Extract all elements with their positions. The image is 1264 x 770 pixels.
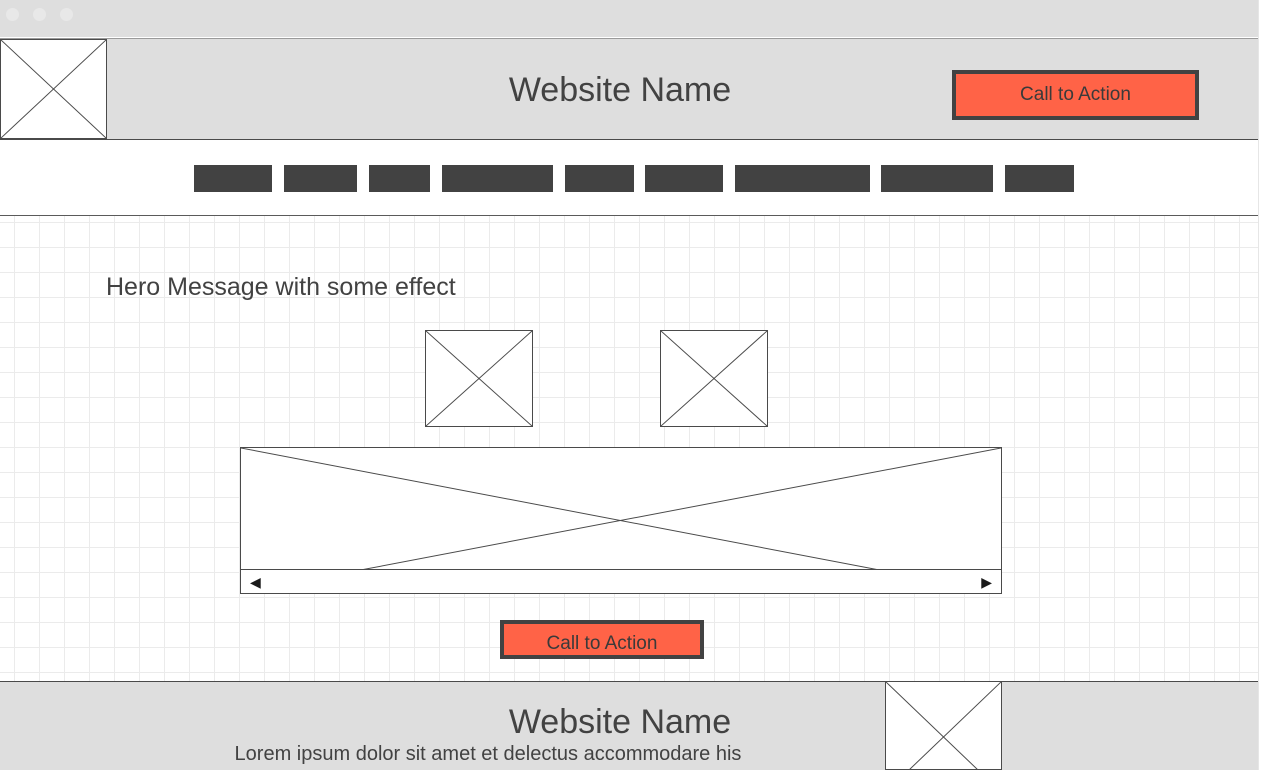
window-minimize-dot-icon[interactable] xyxy=(33,8,46,21)
carousel-placeholder-image-icon xyxy=(240,447,1002,571)
header-site-name: Website Name xyxy=(508,71,732,109)
nav-item-3[interactable] xyxy=(369,165,430,192)
nav-item-8[interactable] xyxy=(881,165,993,192)
logo-placeholder-image-icon xyxy=(0,39,107,139)
hero-placeholder-image-icon xyxy=(660,330,768,427)
nav-item-5[interactable] xyxy=(565,165,634,192)
hero-call-to-action-button[interactable]: Call to Action xyxy=(500,620,704,659)
window-close-dot-icon[interactable] xyxy=(6,8,19,21)
nav-item-2[interactable] xyxy=(284,165,357,192)
footer-site-name: Website Name xyxy=(508,703,732,741)
header-call-to-action-button[interactable]: Call to Action xyxy=(952,70,1199,120)
nav-item-9[interactable] xyxy=(1005,165,1074,192)
carousel-prev-arrow-icon[interactable]: ◀ xyxy=(250,574,261,590)
footer-placeholder-image-icon xyxy=(885,681,1002,770)
window-maximize-dot-icon[interactable] xyxy=(60,8,73,21)
nav-item-4[interactable] xyxy=(442,165,553,192)
site-footer xyxy=(0,681,1258,770)
nav-item-7[interactable] xyxy=(735,165,870,192)
nav-item-1[interactable] xyxy=(194,165,272,192)
carousel-next-arrow-icon[interactable]: ▶ xyxy=(981,574,992,590)
window-titlebar xyxy=(0,0,1258,37)
hero-placeholder-image-icon xyxy=(425,330,533,427)
carousel-controls: ◀ ▶ xyxy=(240,569,1002,594)
footer-description: Lorem ipsum dolor sit amet et delectus a… xyxy=(234,743,742,765)
hero-message: Hero Message with some effect xyxy=(106,273,456,301)
vertical-scrollbar[interactable] xyxy=(1258,0,1264,770)
nav-item-6[interactable] xyxy=(645,165,723,192)
